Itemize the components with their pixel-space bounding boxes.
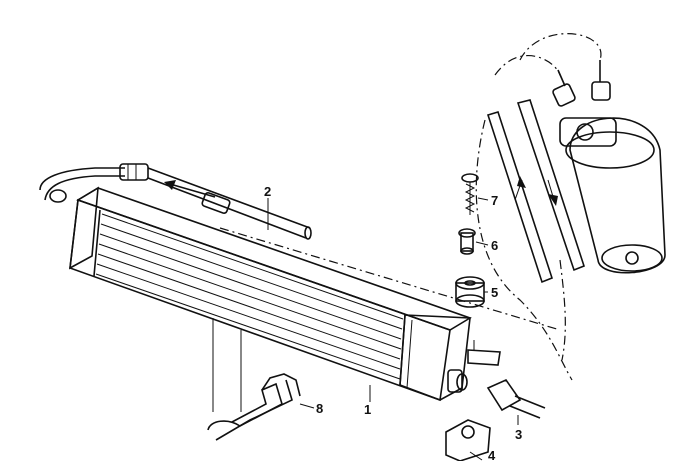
oil-line-hose [39, 163, 312, 240]
screw-part-7 [461, 173, 479, 215]
callout-6: 6 [491, 238, 498, 253]
mounting-hardware [455, 173, 485, 308]
cooler-fins [95, 213, 404, 380]
callout-1: 1 [364, 402, 371, 417]
callout-5: 5 [491, 285, 498, 300]
leader-lines [267, 197, 519, 461]
routing-centerlines [219, 33, 602, 381]
oil-filter-housing [552, 60, 666, 274]
oil-cooler [69, 186, 501, 402]
callout-2: 2 [264, 184, 271, 199]
callout-8: 8 [316, 401, 323, 416]
sleeve-part-6 [458, 228, 476, 255]
callout-labels: 1 2 3 4 5 6 7 8 [264, 184, 522, 461]
callout-3: 3 [515, 427, 522, 442]
bracket-part-4 [445, 419, 491, 461]
pipe-sleeves [486, 99, 585, 284]
hose-fitting-part-3 [486, 379, 546, 419]
callout-7: 7 [491, 193, 498, 208]
clamp-part-8 [207, 318, 301, 441]
callout-4: 4 [488, 448, 496, 461]
